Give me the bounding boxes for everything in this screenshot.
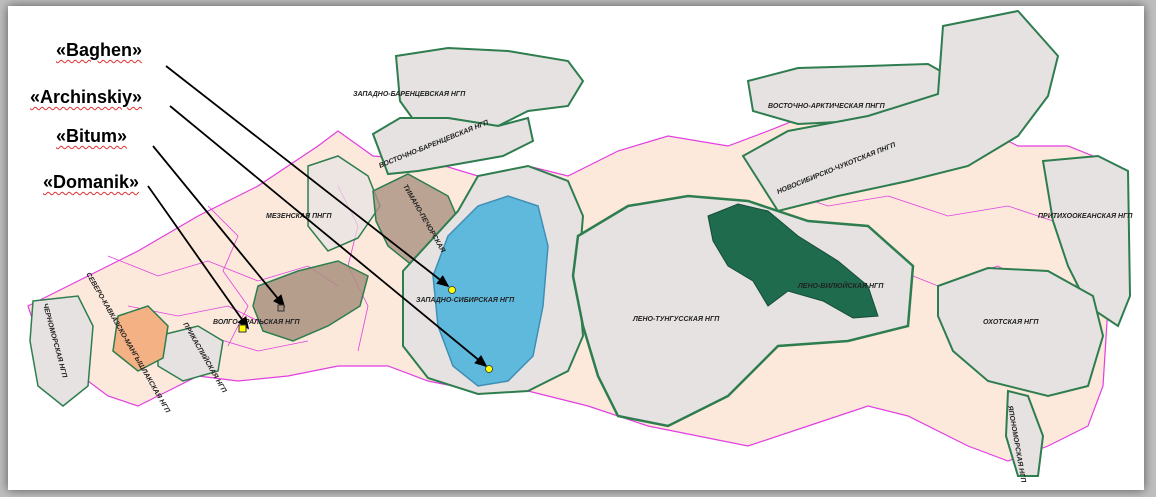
field-label-domanik: «Domanik» <box>43 172 140 192</box>
label-volga-ural: ВОЛГО-УРАЛЬСКАЯ НГП <box>213 319 300 326</box>
province-mezen <box>307 155 381 252</box>
marker-domanik <box>238 324 247 333</box>
province-black-sea <box>29 295 94 407</box>
province-north-caucasus <box>112 305 169 372</box>
marker-bitum <box>277 304 285 312</box>
province-japan-sea <box>1004 389 1045 477</box>
province-lena-vilyuy <box>707 203 879 319</box>
province-caspian <box>157 325 224 382</box>
russia-map: ЗАПАДНО-БАРЕНЦЕВСКАЯ НГП ВОСТОЧНО-БАРЕНЦ… <box>27 9 1133 484</box>
arrow-baghen <box>165 65 450 288</box>
province-okhotsk <box>937 266 1105 398</box>
label-mezen: МЕЗЕНСКАЯ ПНГП <box>266 213 332 220</box>
label-pacific: ПРИТИХООКЕАНСКАЯ НГП <box>1038 213 1133 220</box>
marker-archinskiy <box>485 365 493 373</box>
map-frame: ЗАПАДНО-БАРЕНЦЕВСКАЯ НГП ВОСТОЧНО-БАРЕНЦ… <box>8 6 1144 490</box>
label-west-siberia: ЗАПАДНО-СИБИРСКАЯ НГП <box>416 297 515 304</box>
province-volga-ural <box>252 260 369 342</box>
marker-baghen <box>448 286 456 294</box>
arrow-bitum <box>152 145 286 308</box>
province-west-barents <box>394 46 585 128</box>
label-lena-vilyuy: ЛЕНО-ВИЛЮЙСКАЯ НГП <box>797 281 884 290</box>
label-west-barents: ЗАПАДНО-БАРЕНЦЕВСКАЯ НГП <box>353 91 466 98</box>
label-lena-tunguska: ЛЕНО-ТУНГУССКАЯ НГП <box>632 316 720 323</box>
province-lena-tunguska <box>571 194 915 428</box>
field-arrows <box>147 65 488 368</box>
arrow-archinskiy <box>169 105 488 368</box>
province-east-barents <box>371 116 535 176</box>
field-label-archinskiy: «Archinskiy» <box>30 87 143 107</box>
label-okhotsk: ОХОТСКАЯ НГП <box>983 319 1039 326</box>
label-east-arctic: ВОСТОЧНО-АРКТИЧЕСКАЯ ПНГП <box>768 103 886 110</box>
province-novosibirsk-chukotka <box>741 9 1060 213</box>
field-label-baghen: «Baghen» <box>56 40 143 60</box>
arrow-domanik <box>147 185 250 330</box>
field-label-bitum: «Bitum» <box>56 126 128 146</box>
province-pacific <box>1041 154 1132 328</box>
